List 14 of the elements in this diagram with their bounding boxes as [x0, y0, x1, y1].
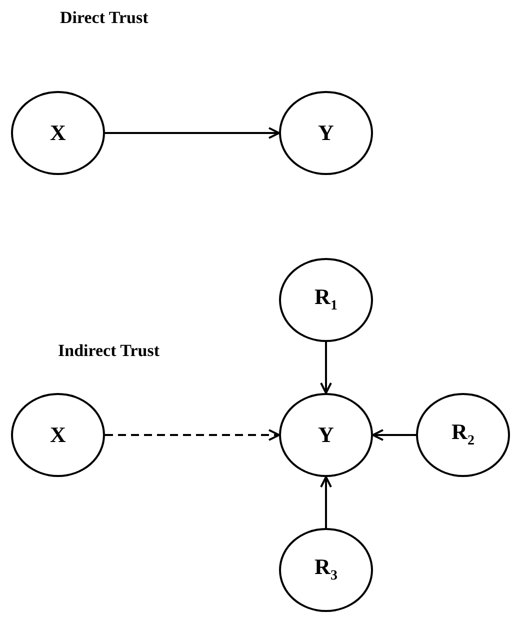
- arrow: [320, 476, 332, 528]
- node-label: X: [50, 424, 66, 446]
- arrow: [105, 429, 280, 441]
- arrow: [105, 127, 280, 139]
- node-label: R$_{1}$: [314, 286, 338, 314]
- node-label: Y: [318, 122, 334, 144]
- node-label: R$_{2}$: [452, 421, 474, 449]
- arrow: [320, 342, 332, 394]
- section-heading: Indirect Trust: [58, 341, 160, 361]
- section-heading: Direct Trust: [60, 8, 148, 28]
- arrow: [372, 429, 416, 441]
- node-label: X: [50, 122, 66, 144]
- node-label: Y: [318, 424, 334, 446]
- node-label: R$_{3}$: [314, 556, 338, 584]
